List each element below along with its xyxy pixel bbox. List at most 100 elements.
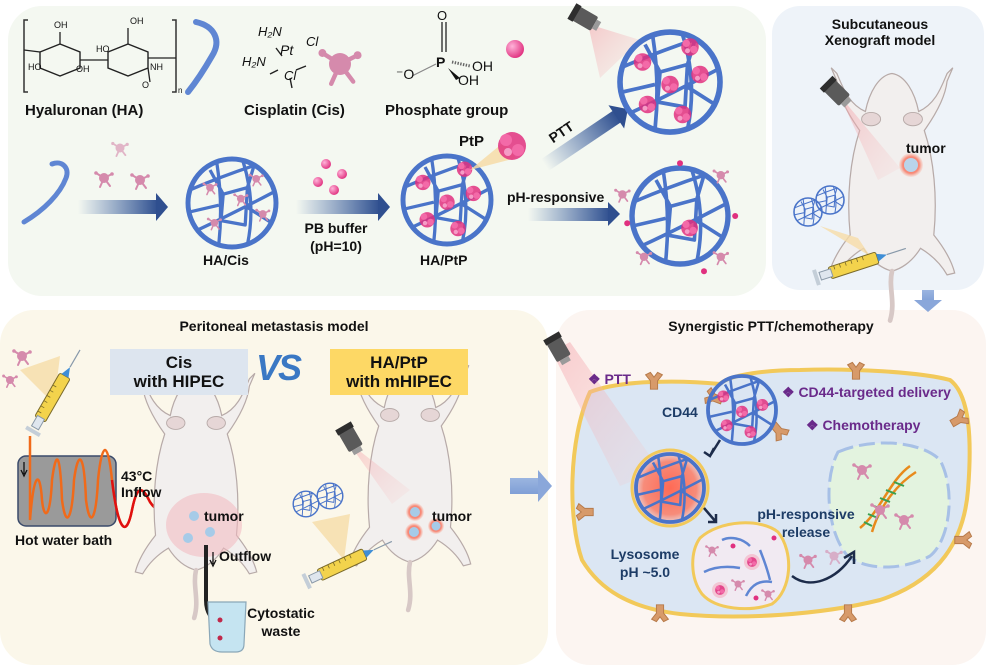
- ha-cis-label: HA/Cis: [203, 252, 249, 268]
- outflow-label: Outflow: [219, 548, 272, 564]
- cis-molecule-icon: [1, 373, 19, 389]
- cd44-targeted-bullet: ❖ CD44-targeted delivery: [782, 384, 951, 400]
- xenograft-title-line1: Subcutaneous: [831, 16, 929, 32]
- waste-beaker: [207, 601, 247, 653]
- lysosome-contents: [703, 535, 777, 601]
- cis-pt: Pt: [280, 42, 294, 58]
- vs-label: VS: [256, 347, 302, 388]
- pb-buffer-label: PB buffer: [304, 220, 368, 236]
- arrow-head-icon: [608, 202, 620, 226]
- release-arrow: [791, 555, 854, 584]
- ha-strand-icon: [21, 160, 70, 225]
- tumor-b-label: tumor: [432, 508, 472, 524]
- cis-molecule-icon: [11, 348, 33, 366]
- arrow-icon: [703, 507, 718, 524]
- inflow-label: Inflow: [121, 484, 162, 500]
- phos-oh-bottom: OH: [458, 72, 479, 88]
- cisplatin-molecule-icon: [318, 49, 361, 84]
- ptt-nanocage: [620, 32, 720, 132]
- drop-icon: [217, 617, 223, 623]
- nanocage-icon: [292, 490, 320, 518]
- ha-struct-oh: OH: [54, 20, 68, 30]
- waste-line1: Cytostatic: [247, 605, 315, 621]
- cisplatin-structure: [269, 47, 307, 89]
- drop-icon: [217, 635, 223, 641]
- xenograft-title-line2: Xenograft model: [824, 32, 936, 48]
- ha-ptp-nanocage: [403, 156, 491, 244]
- flow-arrow: [922, 290, 934, 302]
- flow-arrow: [510, 478, 540, 494]
- nanocage-icon: [316, 482, 344, 510]
- xenograft-mouse: [829, 68, 954, 321]
- ha-struct-n: n: [178, 86, 183, 95]
- synergy-title: Synergistic PTT/chemotherapy: [668, 318, 874, 334]
- phos-p: P: [436, 54, 446, 70]
- phosphate-dots: [313, 159, 347, 195]
- group-a-line1: Cis: [165, 353, 193, 372]
- cis-cl-bottom: Cl: [284, 68, 297, 83]
- hot-water-bath-label: Hot water bath: [15, 532, 113, 548]
- group-b-line1: HA/PtP: [370, 353, 428, 372]
- arrow-head-icon: [538, 470, 552, 502]
- phosphate-label: Phosphate group: [385, 102, 509, 119]
- arrow-icon: [703, 439, 722, 458]
- laser-icon: [335, 421, 367, 458]
- peritoneal-title: Peritoneal metastasis model: [179, 318, 369, 334]
- cis-molecule-icon: [110, 140, 130, 158]
- ha-struct-oh: OH: [76, 64, 90, 74]
- phosphate-ion-icon: [506, 40, 524, 58]
- mhipec-mouse: [349, 365, 470, 610]
- ha-ptp-label: HA/PtP: [420, 252, 468, 268]
- ha-structure: [23, 19, 177, 93]
- chemotherapy-bullet: ❖ Chemotherapy: [806, 417, 921, 433]
- arrow-head-icon: [843, 549, 856, 564]
- laser-beam: [840, 96, 900, 180]
- ha-struct-ho: HO: [28, 62, 42, 72]
- ptp-particle-icon: [498, 132, 526, 160]
- ha-struct-ho: HO: [96, 44, 110, 54]
- ph-responsive-label: pH-responsive: [507, 189, 605, 205]
- tumor-icon: [183, 511, 215, 543]
- ph-arrow: [528, 208, 610, 221]
- ha-struct-nh: NH: [150, 62, 163, 72]
- group-a-box: Cis with HIPEC: [110, 349, 248, 395]
- phos-oh-right: OH: [472, 58, 493, 74]
- ha-label: Hyaluronan (HA): [25, 102, 144, 119]
- cis-h2n-top: H₂N: [258, 24, 282, 39]
- group-b-line2: with mHIPEC: [346, 372, 452, 391]
- pb-buffer-ph: (pH=10): [310, 238, 362, 254]
- ptt-bullet: ❖ PTT: [588, 371, 631, 387]
- group-a-line2: with HIPEC: [133, 372, 225, 391]
- ha-struct-oh: OH: [130, 16, 144, 26]
- cis-h2n-bottom: H₂N: [242, 54, 266, 69]
- release-line1: pH-responsive: [757, 506, 855, 522]
- ptt-arrow: [541, 105, 628, 171]
- ha-cis-nanocage: [188, 159, 276, 247]
- cis-label: Cisplatin (Cis): [244, 102, 345, 119]
- reaction-arrow: [78, 200, 158, 214]
- ha-struct-o: O: [142, 80, 150, 90]
- phosphate-structure: [411, 22, 471, 80]
- phos-o-top: O: [437, 8, 448, 23]
- laser-beam: [588, 24, 640, 78]
- zoom-callout: [820, 226, 870, 256]
- ptp-label: PtP: [459, 133, 485, 150]
- reaction-arrow: [296, 200, 380, 214]
- release-line2: release: [781, 524, 831, 540]
- xenograft-tumor-label: tumor: [906, 140, 946, 156]
- laser-beam: [552, 342, 660, 486]
- arrow-head-icon: [914, 300, 942, 312]
- phos-o-minus: ⁻O: [396, 66, 415, 82]
- flow-arrow-icon: [209, 552, 217, 568]
- group-b-box: HA/PtP with mHIPEC: [330, 349, 468, 395]
- tumor-a-label: tumor: [204, 508, 244, 524]
- cis-molecule-icon: [129, 172, 151, 190]
- ha-chain-icon: [185, 19, 220, 95]
- arrow-head-icon: [156, 193, 168, 221]
- waste-line2: waste: [261, 623, 301, 639]
- syringe-icon: [300, 533, 396, 590]
- cd44-label: CD44: [662, 404, 698, 420]
- cis-molecule-icon: [93, 170, 115, 188]
- lysosome-line1: Lysosome: [610, 546, 680, 562]
